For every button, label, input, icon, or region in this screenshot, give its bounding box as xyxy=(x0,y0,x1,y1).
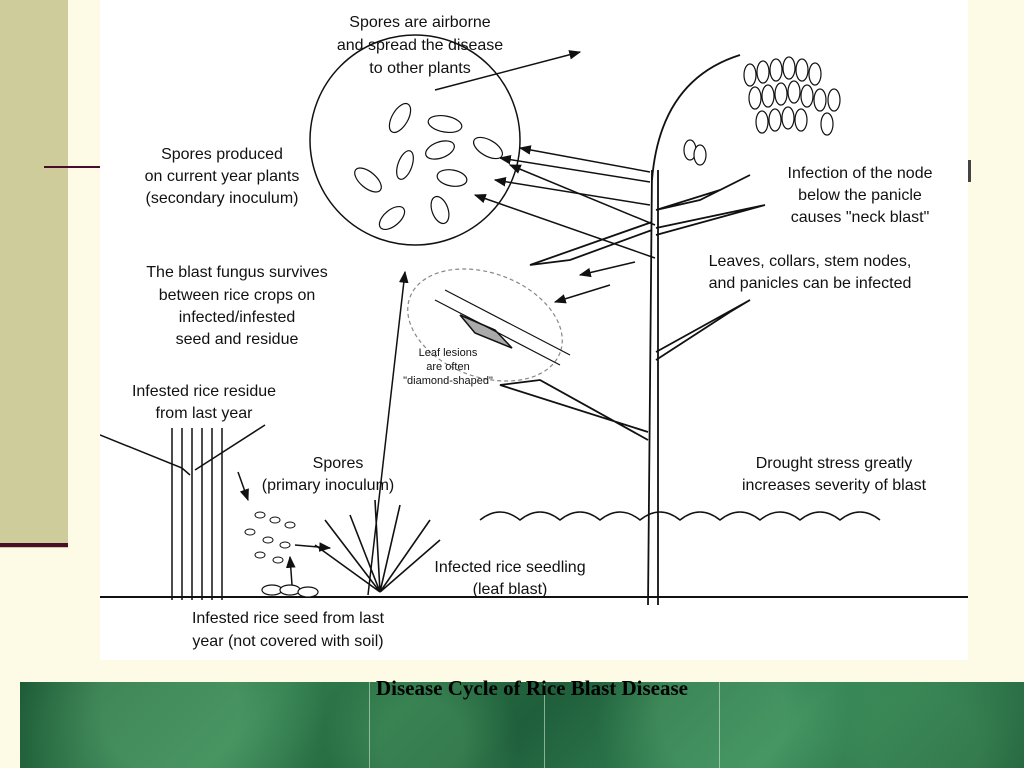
label-airborne-1: Spores are airborne xyxy=(349,14,491,31)
left-decor-line xyxy=(0,543,68,547)
label-survives-2: between rice crops on xyxy=(159,287,316,304)
label-seedling-1: Infected rice seedling xyxy=(434,559,585,576)
label-seed-2: year (not covered with soil) xyxy=(192,633,383,650)
diamond-lesion-icon xyxy=(459,314,513,349)
label-drought-1: Drought stress greatly xyxy=(756,455,913,472)
spore-cluster-icon xyxy=(354,102,504,231)
band-divider xyxy=(369,682,370,768)
right-tick-mark xyxy=(968,160,971,182)
label-drought-2: increases severity of blast xyxy=(742,477,927,494)
label-primary-2: (primary inoculum) xyxy=(262,477,394,494)
label-leaves-2: and panicles can be infected xyxy=(709,275,912,292)
leaf-zoom-lines xyxy=(434,289,571,366)
label-neck-2: below the panicle xyxy=(798,187,922,204)
band-divider xyxy=(719,682,720,768)
label-residue-1: Infested rice residue xyxy=(132,383,276,400)
label-airborne-2: and spread the disease xyxy=(337,37,503,54)
label-leaves-1: Leaves, collars, stem nodes, xyxy=(709,253,912,270)
label-secondary-1: Spores produced xyxy=(161,146,283,163)
primary-spores-icon xyxy=(244,511,296,564)
label-secondary-3: (secondary inoculum) xyxy=(146,190,299,207)
rice-seed-icon xyxy=(261,584,319,598)
disease-cycle-diagram: Spores are airborne and spread the disea… xyxy=(100,0,968,660)
label-lesions-2: are often xyxy=(426,361,469,373)
label-airborne-3: to other plants xyxy=(369,60,470,77)
label-residue-2: from last year xyxy=(156,405,254,422)
rice-seedling-icon xyxy=(314,499,441,593)
label-lesions-3: "diamond-shaped" xyxy=(403,375,493,387)
label-neck-1: Infection of the node xyxy=(788,165,933,182)
label-primary-1: Spores xyxy=(313,455,364,472)
label-lesions-1: Leaf lesions xyxy=(419,347,478,359)
label-survives-3: infected/infested xyxy=(179,309,296,326)
cycle-arrows xyxy=(237,50,656,596)
rice-plant-icon xyxy=(499,54,841,606)
band-divider xyxy=(544,682,545,768)
left-decor-bar xyxy=(0,0,68,548)
label-neck-3: causes "neck blast" xyxy=(791,209,930,226)
label-seedling-2: (leaf blast) xyxy=(473,581,548,598)
label-survives-1: The blast fungus survives xyxy=(146,264,327,281)
leaf-lesion-zoom xyxy=(407,268,563,382)
label-survives-4: seed and residue xyxy=(176,331,299,348)
slide-caption: Disease Cycle of Rice Blast Disease xyxy=(375,676,688,700)
footer-band xyxy=(20,682,1024,768)
accent-line xyxy=(44,166,102,168)
spore-magnified-circle xyxy=(309,34,521,246)
rice-residue-icon xyxy=(100,424,266,600)
label-seed-1: Infested rice seed from last xyxy=(192,610,385,627)
water-waves xyxy=(479,511,881,521)
label-secondary-2: on current year plants xyxy=(145,168,300,185)
diagram-svg: Spores are airborne and spread the disea… xyxy=(100,14,968,650)
